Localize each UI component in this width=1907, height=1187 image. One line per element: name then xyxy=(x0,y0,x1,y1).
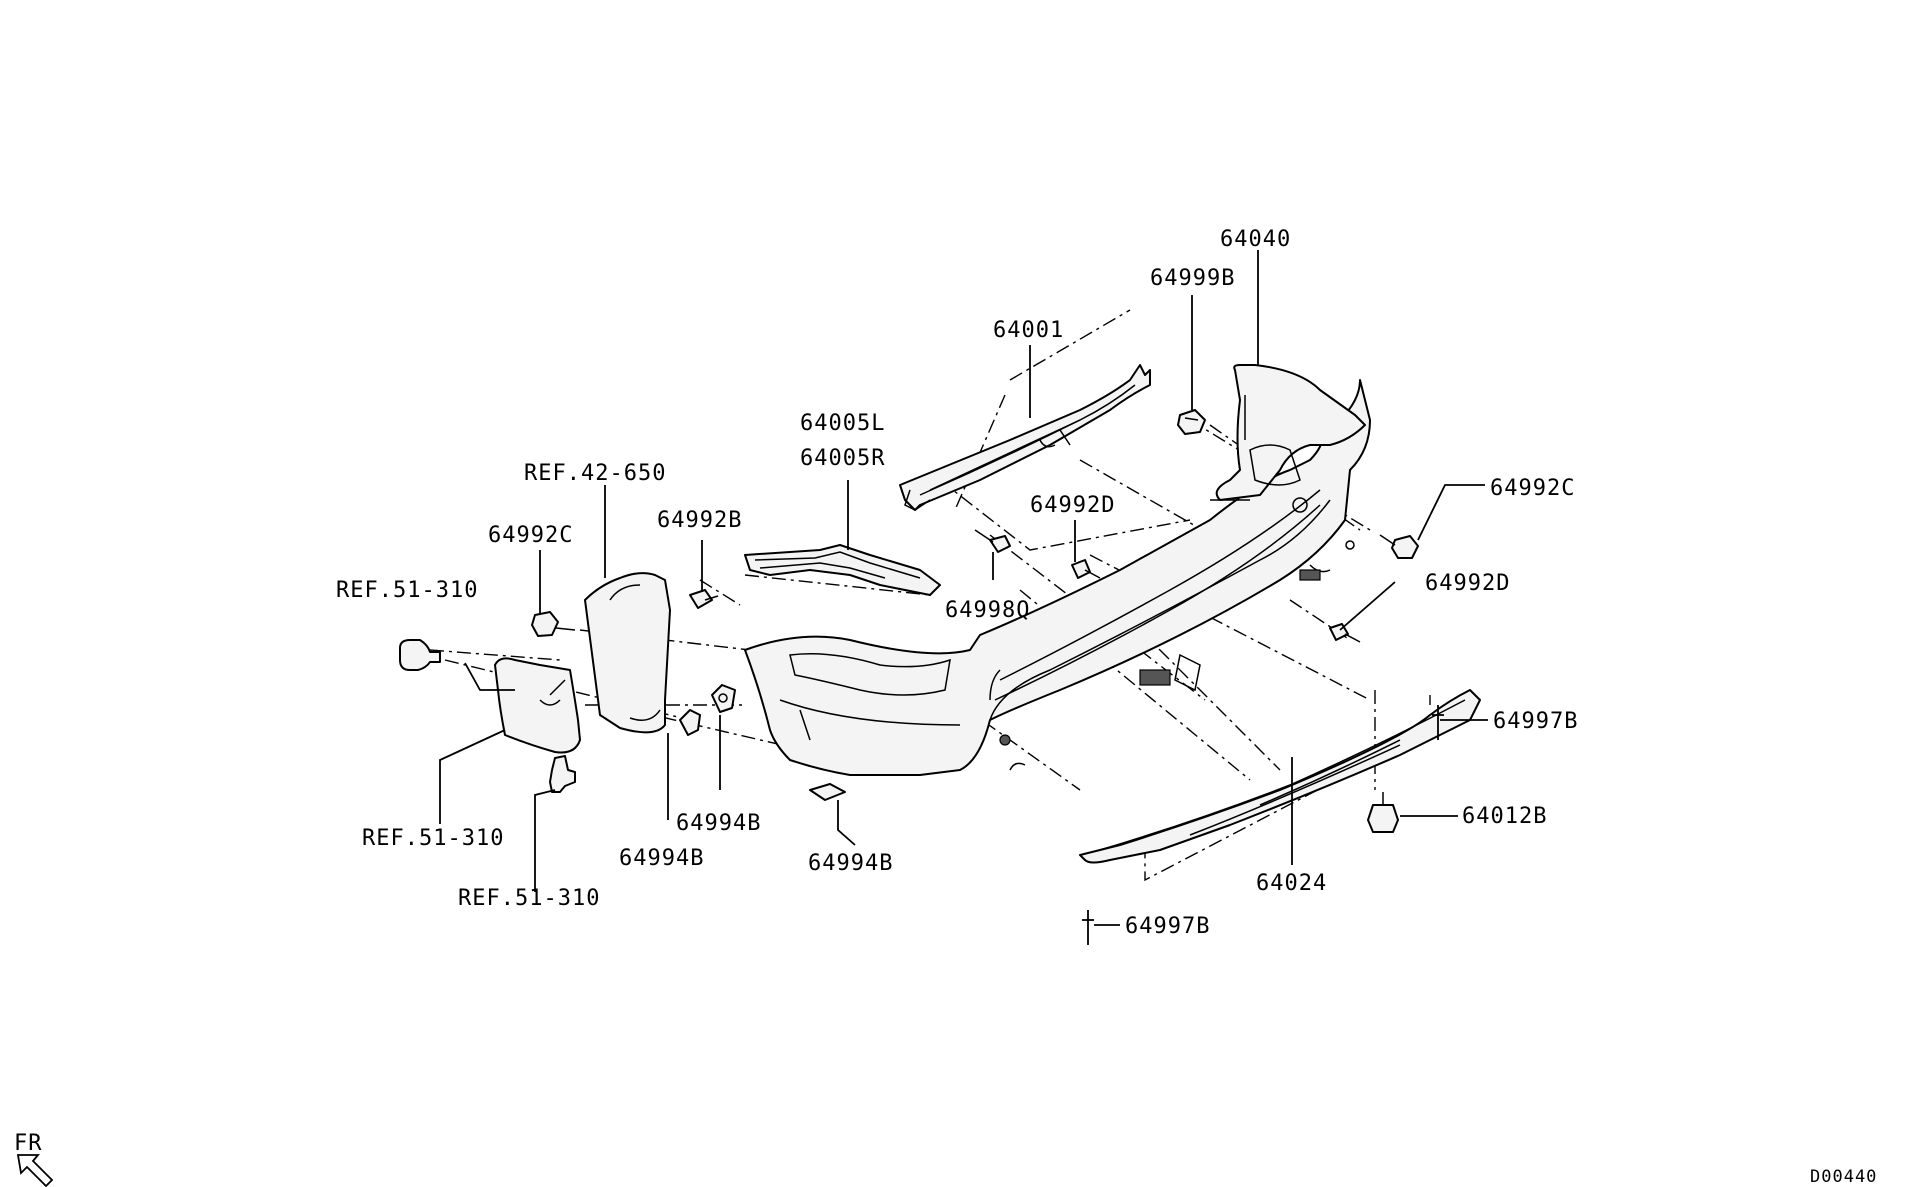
nut-64994b-c xyxy=(809,783,846,801)
label-64024: 64024 xyxy=(1256,871,1327,896)
label-64005r: 64005R xyxy=(800,446,885,471)
clip-64999b xyxy=(1177,409,1206,435)
label-64992c-left: 64992C xyxy=(488,523,573,548)
part-labels: 64040 64001 64999B 64005L 64005R REF.42-… xyxy=(336,227,1578,939)
label-64997b-bottom: 64997B xyxy=(1125,914,1210,939)
label-64001: 64001 xyxy=(993,318,1064,343)
screw-64992b xyxy=(689,589,719,609)
label-64994b-mid: 64994B xyxy=(676,811,761,836)
nut-64012b xyxy=(1367,792,1399,833)
bolt-64998q xyxy=(974,529,1011,553)
screw-64992d-top xyxy=(1071,559,1101,579)
leader-lines xyxy=(439,250,1488,926)
label-64992d-top: 64992D xyxy=(1030,493,1115,518)
front-arrow-icon xyxy=(16,1154,54,1187)
upper-retainer-64001 xyxy=(899,364,1151,511)
skid-plate-64024 xyxy=(1079,689,1481,864)
front-direction-marker: FR xyxy=(14,1131,54,1187)
pin-64997b-right xyxy=(1432,705,1444,740)
front-label: FR xyxy=(14,1131,43,1156)
label-ref-51-310-top: REF.51-310 xyxy=(336,578,478,603)
push-clip-ref51-310-top xyxy=(399,639,441,671)
rear-bumper-fascia-64040 xyxy=(744,364,1371,777)
label-64005l: 64005L xyxy=(800,411,885,436)
side-bracket-64005 xyxy=(744,544,941,596)
label-64992c-right: 64992C xyxy=(1490,476,1575,501)
nut-64994b-b xyxy=(711,684,736,713)
label-64992d-right: 64992D xyxy=(1425,571,1510,596)
label-ref-42-650: REF.42-650 xyxy=(524,461,666,486)
label-64994b-bottom: 64994B xyxy=(808,851,893,876)
drawing-code: D00440 xyxy=(1810,1167,1877,1187)
label-64040: 64040 xyxy=(1220,227,1291,252)
mud-flap-ref51-310 xyxy=(494,657,581,754)
bolt-64992c-right xyxy=(1379,534,1419,559)
label-64999b: 64999B xyxy=(1150,266,1235,291)
label-64998q: 64998Q xyxy=(945,598,1030,623)
push-clip-ref51-310-bottom xyxy=(549,755,576,793)
label-64012b: 64012B xyxy=(1462,804,1547,829)
label-64992b: 64992B xyxy=(657,508,742,533)
nut-64994b-a xyxy=(679,709,701,736)
fasteners xyxy=(399,409,1444,945)
pin-64997b-bottom xyxy=(1082,910,1094,945)
bolt-64992c-left xyxy=(531,611,576,637)
label-64997b-right: 64997B xyxy=(1493,709,1578,734)
splash-shield-ref42-650 xyxy=(584,572,671,734)
label-ref-51-310-bottom: REF.51-310 xyxy=(458,886,600,911)
label-ref-51-310-mid: REF.51-310 xyxy=(362,826,504,851)
label-64994b-left: 64994B xyxy=(619,846,704,871)
